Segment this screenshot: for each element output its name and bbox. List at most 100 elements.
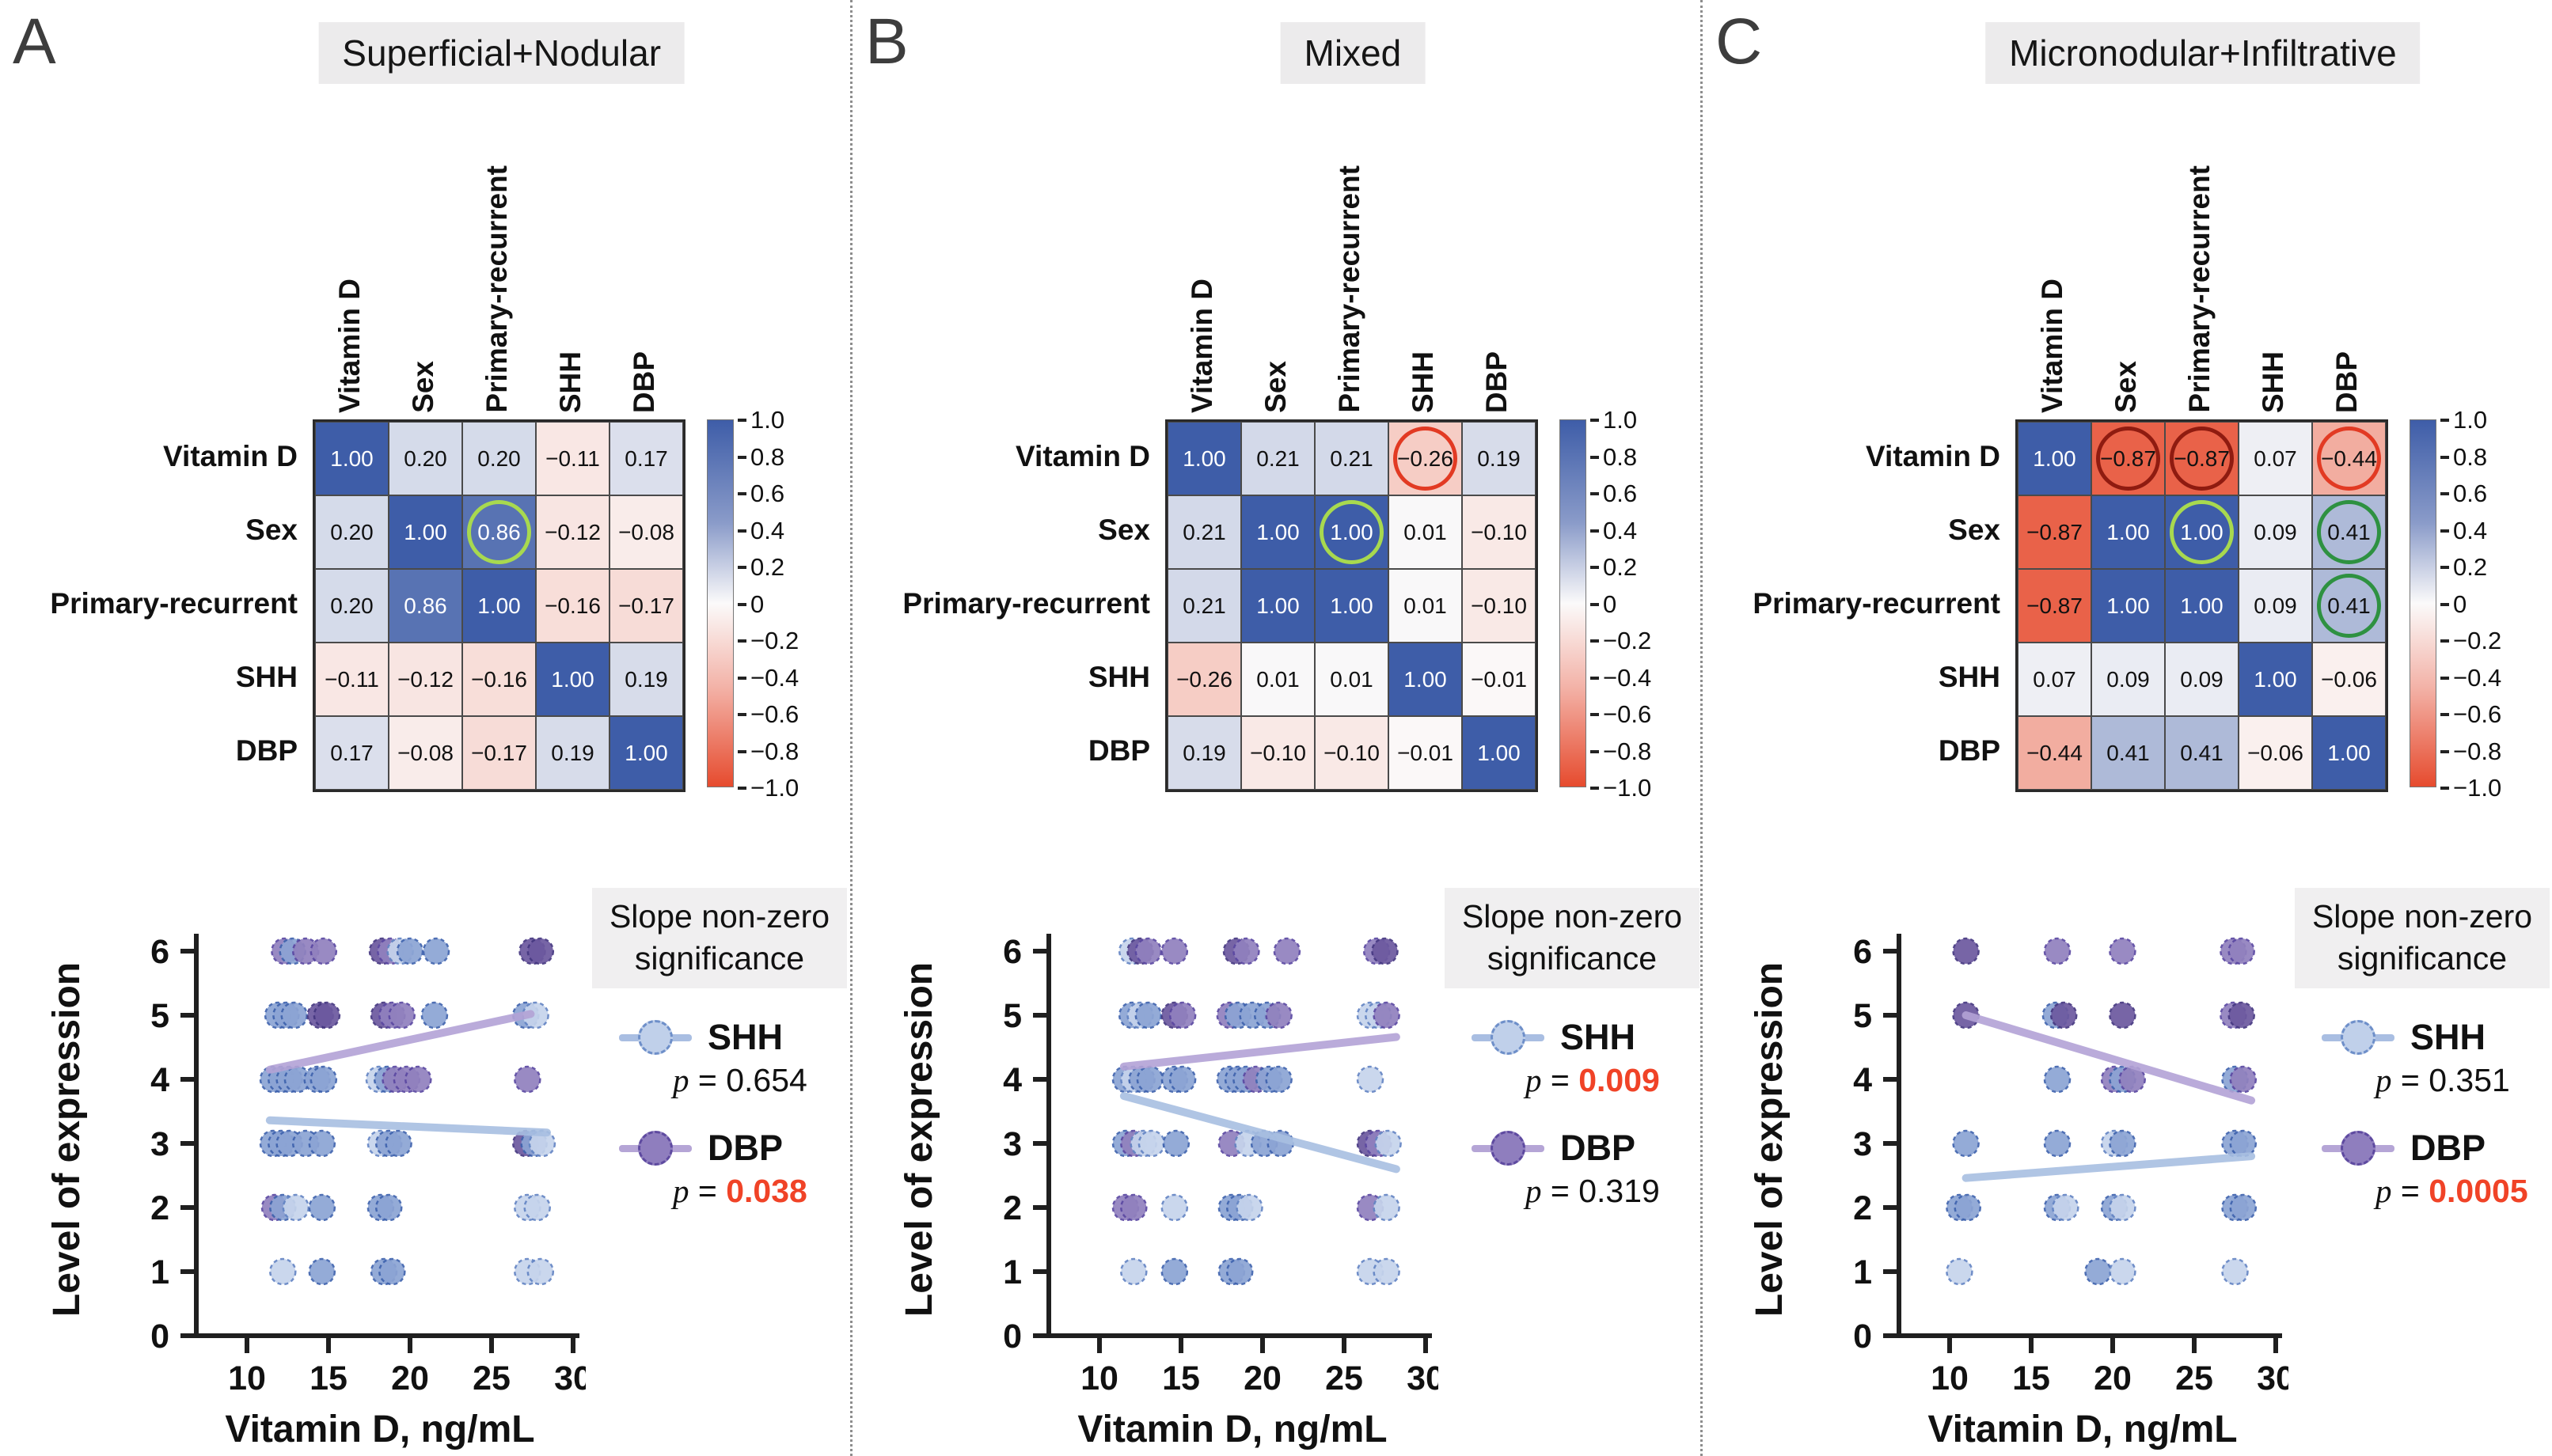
data-point bbox=[280, 1001, 308, 1029]
legend-series-name: DBP bbox=[708, 1127, 784, 1168]
heatmap-cell: −0.10 bbox=[1462, 569, 1536, 643]
heatmap-cell: 0.17 bbox=[315, 716, 389, 790]
heatmap-cell: 0.19 bbox=[610, 643, 683, 716]
panel-title: Micronodular+Infiltrative bbox=[1985, 22, 2421, 84]
colorbar-tick-label: −0.8 bbox=[1590, 737, 1651, 766]
heatmap-cell: 1.00 bbox=[1315, 495, 1388, 569]
heatmap-cell: 0.21 bbox=[1315, 422, 1388, 495]
heatmap-row-label: Vitamin D bbox=[1866, 439, 2000, 472]
colorbar-tick-label: 0.4 bbox=[738, 517, 784, 545]
data-point bbox=[1120, 1193, 1148, 1222]
colorbar-tick-label: 0.6 bbox=[1590, 480, 1637, 508]
heatmap-row-label: Sex bbox=[1948, 513, 2000, 546]
heatmap-cell: 1.00 bbox=[2312, 716, 2386, 790]
colorbar-tick-label: 0.2 bbox=[738, 553, 784, 582]
data-point bbox=[269, 1257, 297, 1286]
heatmap-cell: 0.07 bbox=[2239, 422, 2312, 495]
heatmap-cell: 0.20 bbox=[315, 569, 389, 643]
heatmap-col-label: SHH bbox=[553, 351, 587, 413]
legend-entry-shh: SHH bbox=[619, 1017, 847, 1058]
significance-circle-icon bbox=[2169, 426, 2235, 491]
data-point bbox=[2084, 1257, 2112, 1286]
heatmap-col-label: Primary-recurrent bbox=[1332, 165, 1365, 413]
heatmap-row-label: Sex bbox=[245, 513, 298, 546]
y-tick-label: 5 bbox=[150, 997, 169, 1035]
heatmap-cell: 0.07 bbox=[2018, 643, 2091, 716]
colorbar-tick-label: 0 bbox=[738, 590, 764, 619]
heatmap-cell: 0.86 bbox=[389, 569, 462, 643]
heatmap-cell: 1.00 bbox=[389, 495, 462, 569]
heatmap-cell: 0.09 bbox=[2165, 643, 2239, 716]
heatmap-row-label: Primary-recurrent bbox=[1753, 586, 2000, 620]
y-tick-label: 3 bbox=[1853, 1125, 1872, 1163]
colorbar-tick-label: 0.6 bbox=[738, 480, 784, 508]
heatmap-row-label: SHH bbox=[1088, 660, 1150, 693]
colorbar-tick-label: −0.4 bbox=[738, 664, 799, 692]
colorbar-tick-label: −0.4 bbox=[1590, 664, 1651, 692]
data-point bbox=[1134, 1001, 1163, 1029]
colorbar-tick-label: 0.8 bbox=[2440, 443, 2487, 472]
significance-circle-icon bbox=[2169, 499, 2235, 565]
heatmap-cell: −0.12 bbox=[389, 643, 462, 716]
p-value-number: 0.351 bbox=[2429, 1061, 2510, 1098]
data-point bbox=[388, 1001, 416, 1029]
shh-p-value: p = 0.351 bbox=[2375, 1061, 2510, 1098]
heatmap-cell: 0.41 bbox=[2312, 495, 2386, 569]
heatmap-row-label: SHH bbox=[235, 660, 298, 693]
heatmap-cell: 0.01 bbox=[1388, 569, 1462, 643]
y-tick-label: 3 bbox=[150, 1125, 169, 1163]
heatmap-cell: 1.00 bbox=[610, 716, 683, 790]
data-point bbox=[396, 937, 424, 965]
heatmap-col-label: DBP bbox=[2330, 351, 2363, 413]
heatmap-cell: 0.41 bbox=[2091, 716, 2165, 790]
legend-series-name: SHH bbox=[2410, 1016, 2486, 1057]
colorbar-tick-label: −0.6 bbox=[2440, 700, 2501, 729]
regression-line-dbp bbox=[1961, 1011, 2256, 1105]
y-tick-label: 5 bbox=[1853, 997, 1872, 1035]
data-point bbox=[1168, 1001, 1197, 1029]
data-point bbox=[526, 1257, 555, 1286]
heatmap-cell: −0.87 bbox=[2091, 422, 2165, 495]
legend-title-line1: Slope non-zero bbox=[1461, 898, 1683, 935]
heatmap-cell: 1.00 bbox=[2165, 569, 2239, 643]
heatmap-colorbar bbox=[707, 419, 734, 787]
heatmap-cell: −0.26 bbox=[1168, 643, 1241, 716]
data-point bbox=[1162, 1129, 1191, 1158]
heatmap-cell: 0.01 bbox=[1315, 643, 1388, 716]
heatmap-col-label: Sex bbox=[2109, 361, 2142, 413]
data-point bbox=[420, 1001, 449, 1029]
data-point bbox=[308, 1257, 336, 1286]
heatmap-row-label: Primary-recurrent bbox=[50, 586, 298, 620]
data-point bbox=[1954, 1193, 1981, 1222]
shh-p-value: p = 0.009 bbox=[1525, 1061, 1660, 1098]
heatmap-cell: 0.19 bbox=[536, 716, 610, 790]
heatmap-row-label: DBP bbox=[235, 734, 298, 767]
dbp-p-value: p = 0.038 bbox=[673, 1172, 807, 1209]
panel-title: Mixed bbox=[1280, 22, 1426, 84]
data-point bbox=[1225, 1257, 1254, 1286]
y-tick-label: 2 bbox=[1853, 1189, 1872, 1227]
regression-line-dbp bbox=[1119, 1033, 1400, 1071]
colorbar-tick-label: 1.0 bbox=[738, 406, 784, 434]
significance-circle-icon bbox=[2316, 499, 2382, 565]
significance-circle-icon bbox=[1319, 499, 1384, 565]
legend-series-name: DBP bbox=[2410, 1127, 2486, 1168]
heatmap-col-label: Sex bbox=[406, 361, 439, 413]
data-point bbox=[1371, 937, 1399, 965]
data-point bbox=[2109, 1129, 2136, 1158]
heatmap-cell: 0.01 bbox=[1241, 643, 1315, 716]
regression-line-shh bbox=[265, 1116, 551, 1137]
heatmap-cell: −0.12 bbox=[536, 495, 610, 569]
x-axis-title: Vitamin D, ng/mL bbox=[225, 1409, 534, 1450]
y-tick-label: 0 bbox=[150, 1318, 169, 1356]
colorbar-tick-label: 0 bbox=[1590, 590, 1616, 619]
heatmap-cell: 0.41 bbox=[2312, 569, 2386, 643]
